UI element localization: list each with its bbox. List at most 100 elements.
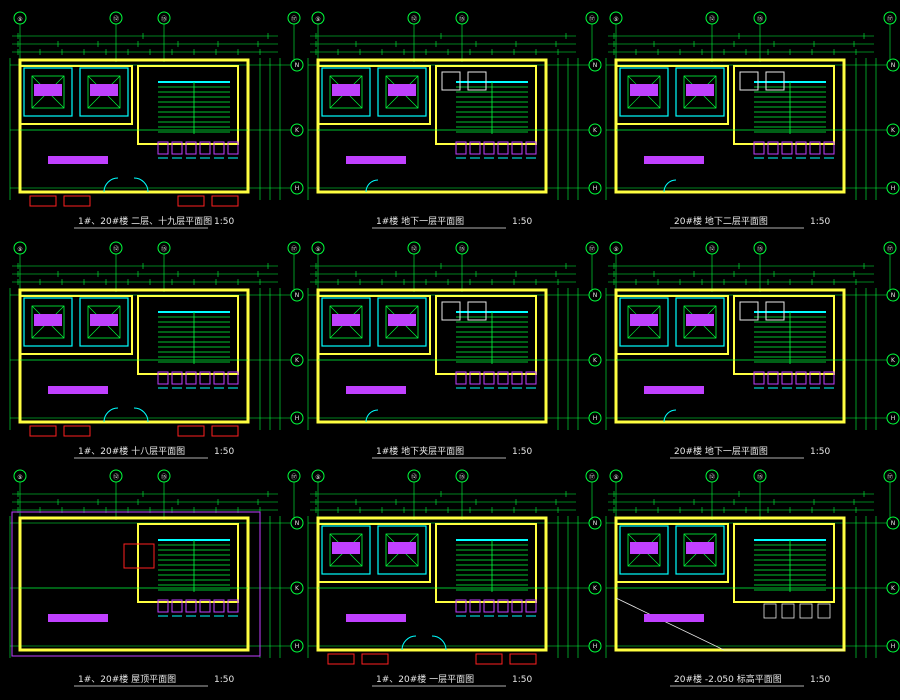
fire-hydrant-cabinet xyxy=(475,653,503,665)
vent-shaft xyxy=(765,71,785,91)
vent-shaft xyxy=(441,301,461,321)
door-swing xyxy=(365,409,379,423)
meter-box xyxy=(455,371,467,385)
exterior-wall xyxy=(316,58,548,194)
axis-label-top: ⑰ xyxy=(589,245,595,253)
elevator-label-mark xyxy=(630,84,658,96)
meter-box xyxy=(753,371,765,385)
axis-label-top: ⑮ xyxy=(459,15,465,23)
door-swing xyxy=(431,635,447,651)
axis-label-right: H xyxy=(891,643,896,650)
room-label-mark xyxy=(48,156,108,164)
meter-box xyxy=(455,599,467,613)
axis-label-right: H xyxy=(295,643,300,650)
elevator-shaft xyxy=(675,297,725,347)
elevator-shaft xyxy=(23,67,73,117)
elevator-car xyxy=(683,533,717,567)
meter-box xyxy=(185,371,197,385)
axis-label-right: N xyxy=(295,62,300,69)
axis-label-top: ⑰ xyxy=(291,245,297,253)
axis-label-top: ⑫ xyxy=(411,15,417,23)
exterior-wall xyxy=(614,288,846,424)
room-label-mark xyxy=(346,614,406,622)
room-label-mark xyxy=(346,386,406,394)
plan-title: 1#、20#楼 一层平面图 xyxy=(376,673,474,685)
stair-wall xyxy=(435,65,537,145)
elevator-label-mark xyxy=(388,542,416,554)
door-swing xyxy=(663,409,677,423)
door-swing xyxy=(103,407,119,423)
room-label-mark xyxy=(644,156,704,164)
elevator-shaft xyxy=(619,297,669,347)
axis-label-top: ⑮ xyxy=(757,473,763,481)
axis-label-top: ⑨ xyxy=(613,246,618,253)
axis-label-top: ⑨ xyxy=(17,16,22,23)
fire-hydrant-cabinet xyxy=(29,195,57,207)
axis-label-top: ⑮ xyxy=(161,473,167,481)
stair-wall xyxy=(435,295,537,375)
axis-label-top: ⑨ xyxy=(613,474,618,481)
axis-label-top: ⑮ xyxy=(459,245,465,253)
plan-title: 1#楼 地下夹层平面图 xyxy=(376,445,464,457)
elevator-car xyxy=(385,305,419,339)
stair-wall xyxy=(733,65,835,145)
axis-label-right: H xyxy=(295,415,300,422)
meter-box xyxy=(469,371,481,385)
elevator-car xyxy=(683,75,717,109)
vent-shaft xyxy=(467,301,487,321)
plan-title: 1#、20#楼 十八层平面图 xyxy=(78,445,185,457)
elevator-shaft xyxy=(377,525,427,575)
meter-box xyxy=(199,599,211,613)
plan-scale: 1:50 xyxy=(214,217,234,227)
elevator-car xyxy=(329,533,363,567)
elevator-car xyxy=(87,75,121,109)
exterior-wall xyxy=(316,516,548,652)
meter-box xyxy=(227,371,239,385)
axis-label-top: ⑰ xyxy=(589,473,595,481)
elevator-shaft xyxy=(321,525,371,575)
axis-label-top: ⑫ xyxy=(411,245,417,253)
vent-shaft xyxy=(739,71,759,91)
plan-scale: 1:50 xyxy=(810,217,830,227)
axis-label-right: K xyxy=(593,357,598,364)
meter-box xyxy=(525,141,537,155)
meter-box xyxy=(497,141,509,155)
axis-label-top: ⑰ xyxy=(291,473,297,481)
elevator-car xyxy=(31,305,65,339)
axis-label-right: N xyxy=(593,292,598,299)
vent-shaft xyxy=(467,71,487,91)
meter-box xyxy=(781,141,793,155)
meter-box xyxy=(823,371,835,385)
meter-box xyxy=(227,141,239,155)
door-swing xyxy=(103,177,119,193)
elevator-label-mark xyxy=(90,84,118,96)
meter-box xyxy=(497,599,509,613)
meter-box xyxy=(213,599,225,613)
meter-box xyxy=(795,371,807,385)
fire-hydrant-cabinet xyxy=(177,425,205,437)
core-wall xyxy=(317,65,431,125)
fire-hydrant-cabinet xyxy=(211,195,239,207)
axis-label-top: ⑫ xyxy=(113,473,119,481)
axis-label-right: N xyxy=(593,520,598,527)
axis-label-top: ⑮ xyxy=(757,15,763,23)
meter-box xyxy=(767,141,779,155)
meter-box xyxy=(497,371,509,385)
elevator-shaft xyxy=(321,297,371,347)
equipment-box xyxy=(763,603,777,619)
exterior-wall xyxy=(316,288,548,424)
axis-label-top: ⑮ xyxy=(161,245,167,253)
core-wall xyxy=(317,295,431,355)
axis-label-top: ⑮ xyxy=(757,245,763,253)
elevator-label-mark xyxy=(332,84,360,96)
axis-label-top: ⑨ xyxy=(17,246,22,253)
elevator-label-mark xyxy=(388,314,416,326)
elevator-label-mark xyxy=(686,84,714,96)
meter-box xyxy=(185,141,197,155)
